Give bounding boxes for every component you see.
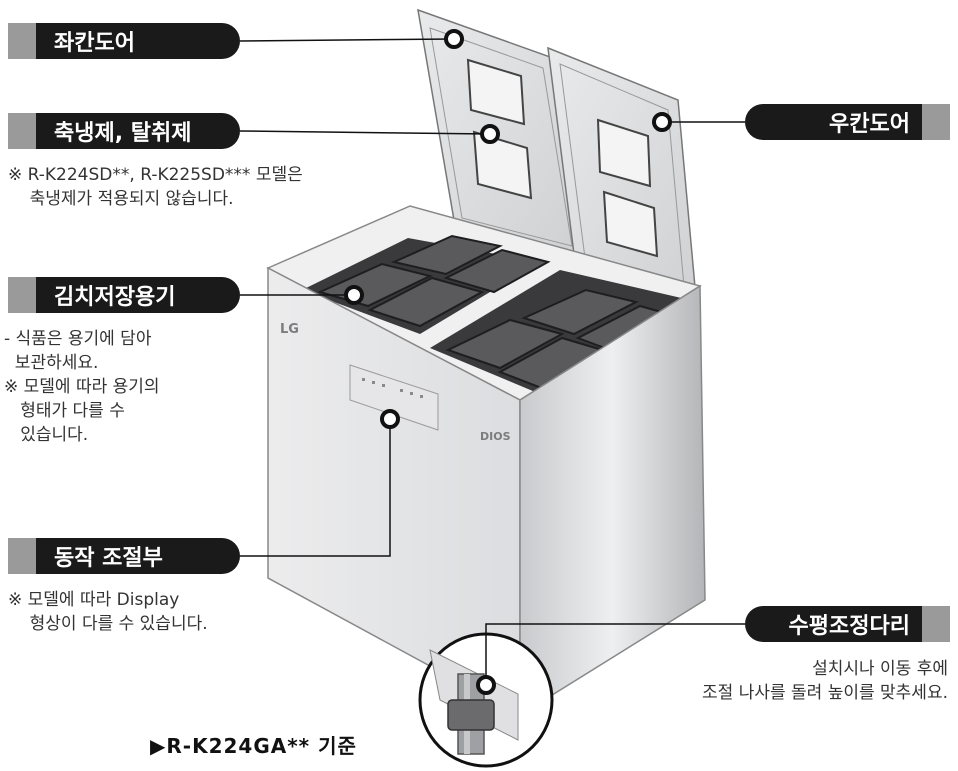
coolant-marker (480, 124, 500, 144)
label-leveling-leg: 수평조정다리 (745, 606, 950, 642)
right-door-marker (652, 112, 672, 132)
control-marker (380, 409, 400, 429)
note-container: - 식품은 용기에 담아 보관하세요. ※ 모델에 따라 용기의 형태가 다를 … (4, 329, 160, 445)
note-leveling-leg: 설치시나 이동 후에 조절 나사를 돌려 높이를 맞추세요. (702, 659, 948, 703)
label-right-door: 우칸도어 (745, 104, 950, 140)
model-caption: ▶R-K224GA** 기준 (150, 734, 357, 758)
dios-brand-mark: DIOS (480, 430, 511, 443)
cabinet-side (519, 284, 706, 717)
label-left-door: 좌칸도어 (8, 23, 240, 59)
label-container: 김치저장용기 (8, 277, 240, 313)
label-control: 동작 조절부 (8, 538, 240, 574)
leveling-leg-zoom (418, 632, 554, 768)
left-door-marker (444, 29, 464, 49)
note-coolant: ※ R-K224SD**, R-K225SD*** 모델은 축냉제가 적용되지 … (8, 165, 303, 209)
container-marker (344, 285, 364, 305)
leg-marker (476, 675, 496, 695)
leader-lines (239, 38, 745, 685)
left-door (417, 8, 586, 259)
note-control: ※ 모델에 따라 Display 형상이 다를 수 있습니다. (8, 590, 208, 634)
label-coolant: 축냉제, 탈취제 (8, 113, 240, 149)
lg-logo: LG (280, 322, 299, 337)
